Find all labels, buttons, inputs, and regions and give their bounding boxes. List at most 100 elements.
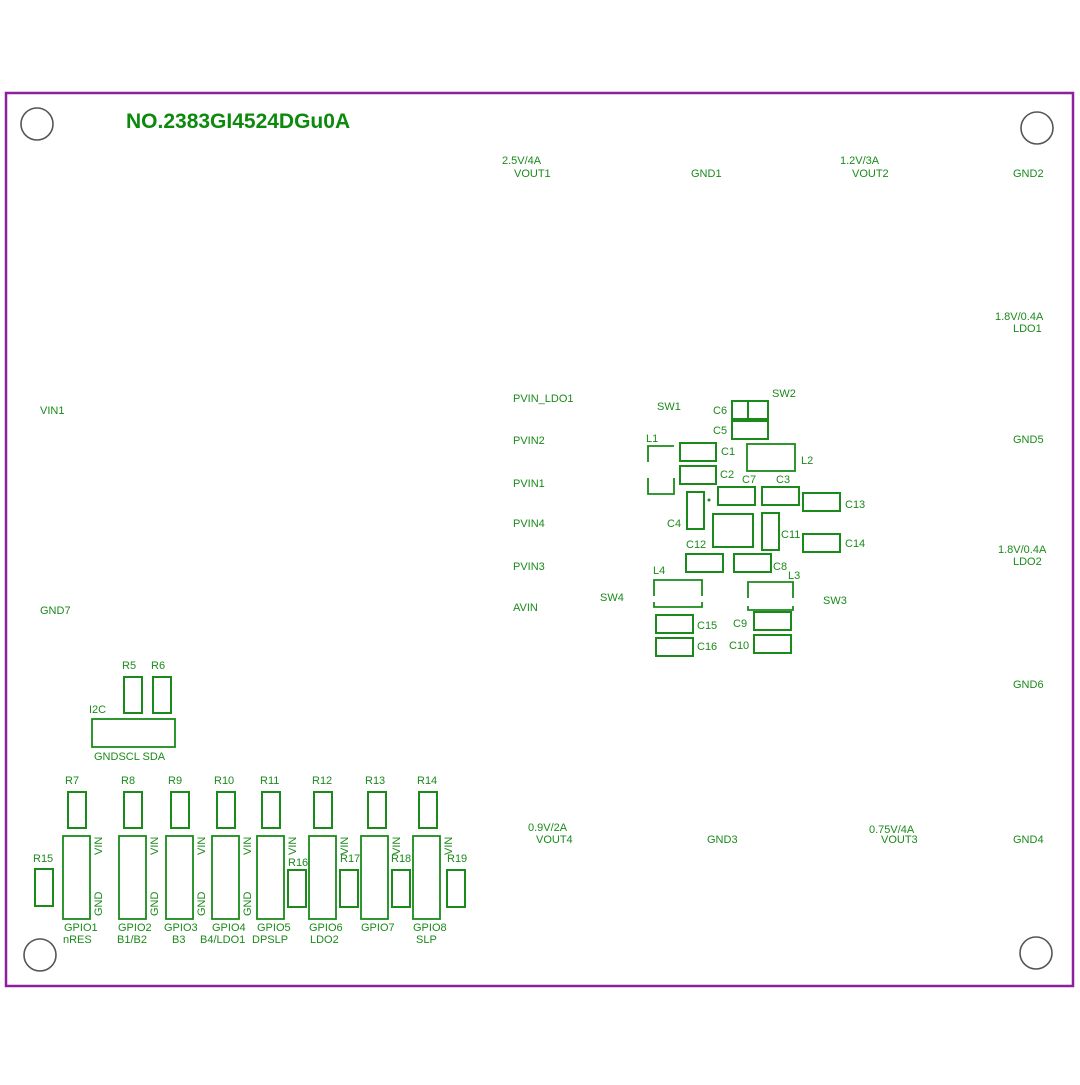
c12-label: C12 bbox=[686, 539, 706, 551]
r13-label: R13 bbox=[365, 775, 385, 787]
r18-label: R18 bbox=[391, 853, 411, 865]
gpio6-vin-pin: VIN bbox=[339, 837, 351, 855]
gpio2-vin-pin: VIN bbox=[149, 837, 161, 855]
r10-label: R10 bbox=[214, 775, 234, 787]
gpio2-connector bbox=[118, 835, 147, 920]
gpio4-connector bbox=[211, 835, 240, 920]
r8-label: R8 bbox=[121, 775, 135, 787]
sw1-label: SW1 bbox=[657, 401, 681, 413]
r14-label: R14 bbox=[417, 775, 437, 787]
r17-label: R17 bbox=[340, 853, 360, 865]
r8-footprint bbox=[123, 791, 143, 829]
gnd7-label: GND7 bbox=[40, 605, 71, 617]
gpio7-label: GPIO7 bbox=[361, 922, 395, 934]
c12-footprint bbox=[685, 553, 724, 573]
gpio1-function: nRES bbox=[63, 934, 92, 946]
sw2-label: SW2 bbox=[772, 388, 796, 400]
c7-label: C7 bbox=[742, 474, 756, 486]
vin1-label: VIN1 bbox=[40, 405, 64, 417]
r11-footprint bbox=[261, 791, 281, 829]
ldo1-rating: 1.8V/0.4A bbox=[995, 311, 1044, 323]
r9-footprint bbox=[170, 791, 190, 829]
pvin3-label: PVIN3 bbox=[513, 561, 545, 573]
c14-footprint bbox=[802, 533, 841, 553]
c11-label: C11 bbox=[781, 529, 800, 541]
regulator-cluster: SW1 SW2 SW3 SW4 C6 C5 L1 C1 C2 L2 C7 C3 … bbox=[600, 388, 865, 657]
mounting-hole-top-right bbox=[1020, 111, 1054, 145]
vout3-rating: 0.75V/4A bbox=[869, 824, 915, 836]
c15-footprint bbox=[655, 614, 694, 634]
gpio2-label: GPIO2 bbox=[118, 922, 152, 934]
vout2-rating: 1.2V/3A bbox=[840, 155, 880, 167]
c2-label: C2 bbox=[720, 469, 734, 481]
r7-footprint bbox=[67, 791, 87, 829]
pvin2-label: PVIN2 bbox=[513, 435, 545, 447]
r5-footprint bbox=[123, 676, 143, 714]
r11-label: R11 bbox=[260, 775, 279, 787]
vout3-label: VOUT3 bbox=[881, 834, 918, 846]
c6-label: C6 bbox=[713, 405, 727, 417]
c5-footprint bbox=[731, 420, 769, 440]
r19-footprint bbox=[446, 869, 466, 908]
gpio7-connector bbox=[360, 835, 389, 920]
c1-footprint bbox=[679, 442, 717, 462]
gnd1-label: GND1 bbox=[691, 168, 722, 180]
gpio8-vin-pin: VIN bbox=[443, 837, 455, 855]
c11-footprint bbox=[761, 512, 780, 551]
l4-label: L4 bbox=[653, 565, 665, 577]
r10-footprint bbox=[216, 791, 236, 829]
c8-label: C8 bbox=[773, 561, 787, 573]
sw4-label: SW4 bbox=[600, 592, 624, 604]
gpio2-gnd-pin: GND bbox=[149, 892, 161, 917]
c3-footprint bbox=[761, 486, 800, 506]
gpio1-vin-pin: VIN bbox=[93, 837, 105, 855]
gnd6-label: GND6 bbox=[1013, 679, 1044, 691]
l2-label: L2 bbox=[801, 455, 813, 467]
r18-footprint bbox=[391, 869, 411, 908]
l3-footprint bbox=[747, 581, 794, 611]
avin-label: AVIN bbox=[513, 602, 538, 614]
c2-footprint bbox=[679, 465, 717, 485]
gpio2-function: B1/B2 bbox=[117, 934, 147, 946]
vout1-label: VOUT1 bbox=[514, 168, 551, 180]
r19-label: R19 bbox=[447, 853, 467, 865]
board-outline bbox=[4, 91, 1075, 988]
l1-footprint bbox=[647, 445, 675, 495]
c3-label: C3 bbox=[776, 474, 790, 486]
c10-footprint bbox=[753, 634, 792, 654]
vout2-label: VOUT2 bbox=[852, 168, 889, 180]
r14-footprint bbox=[418, 791, 438, 829]
ldo2-rating: 1.8V/0.4A bbox=[998, 544, 1047, 556]
l2-footprint bbox=[746, 443, 796, 472]
gpio3-function: B3 bbox=[172, 934, 185, 946]
c10-label: C10 bbox=[729, 640, 749, 652]
i2c-pins-label: GNDSCL SDA bbox=[94, 751, 166, 763]
gpio4-label: GPIO4 bbox=[212, 922, 246, 934]
r16-label: R16 bbox=[288, 857, 308, 869]
ldo1-label: LDO1 bbox=[1013, 323, 1042, 335]
r9-label: R9 bbox=[168, 775, 182, 787]
gpio4-vin-pin: VIN bbox=[242, 837, 254, 855]
r16-footprint bbox=[287, 869, 307, 908]
gpio3-label: GPIO3 bbox=[164, 922, 198, 934]
c4-footprint bbox=[686, 491, 705, 530]
vout4-label: VOUT4 bbox=[536, 834, 573, 846]
c8-footprint bbox=[733, 553, 772, 573]
mounting-hole-top-left bbox=[20, 107, 54, 141]
i2c-label: I2C bbox=[89, 704, 106, 716]
gnd3-label: GND3 bbox=[707, 834, 738, 846]
pvin1-label: PVIN1 bbox=[513, 478, 545, 490]
pvin4-label: PVIN4 bbox=[513, 518, 545, 530]
c1-label: C1 bbox=[721, 446, 735, 458]
c13-footprint bbox=[802, 492, 841, 512]
c15-label: C15 bbox=[697, 620, 717, 632]
gnd4-label: GND4 bbox=[1013, 834, 1044, 846]
vout4-rating: 0.9V/2A bbox=[528, 822, 568, 834]
gpio6-function: LDO2 bbox=[310, 934, 339, 946]
gpio7-vin-pin: VIN bbox=[391, 837, 403, 855]
pin1-marker bbox=[707, 498, 711, 502]
l4-footprint bbox=[653, 579, 703, 608]
r12-footprint bbox=[313, 791, 333, 829]
r17-footprint bbox=[339, 869, 359, 908]
